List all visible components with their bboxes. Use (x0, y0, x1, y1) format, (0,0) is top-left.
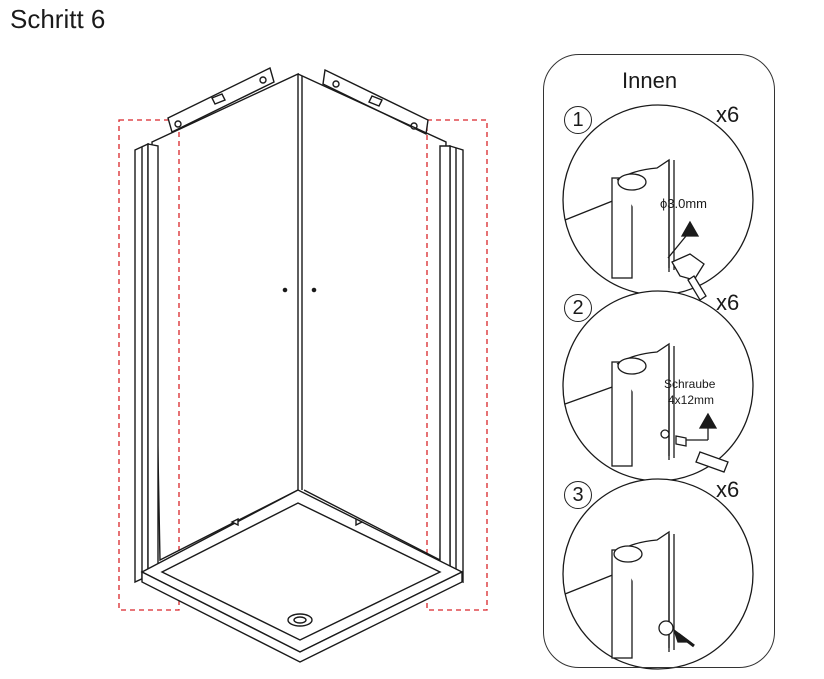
quantity-1: x6 (716, 102, 740, 127)
inside-detail-panel (543, 54, 775, 668)
step-number-1: 1 (564, 106, 592, 134)
step-number-2: 2 (564, 294, 592, 322)
left-profile-highlight (118, 119, 180, 611)
shower-tray-inner (160, 502, 442, 641)
back-left-panel (151, 72, 299, 562)
shower-tray-front (141, 570, 463, 663)
detail-2 (562, 290, 754, 482)
drill-size-label: ϕ3.0mm (660, 196, 707, 211)
panel-title: Innen (622, 68, 678, 93)
right-profile-highlight (426, 119, 488, 611)
shower-enclosure (134, 67, 464, 663)
back-right-panel (297, 73, 447, 562)
quantity-2: x6 (716, 290, 740, 315)
screw-label: Schraube (664, 377, 716, 391)
step-title: Schritt 6 (10, 4, 106, 34)
quantity-3: x6 (716, 477, 740, 502)
screw-size-label: 4x12mm (668, 393, 714, 407)
step-number-3: 3 (564, 481, 592, 509)
detail-1 (562, 104, 754, 301)
detail-3 (562, 478, 754, 670)
